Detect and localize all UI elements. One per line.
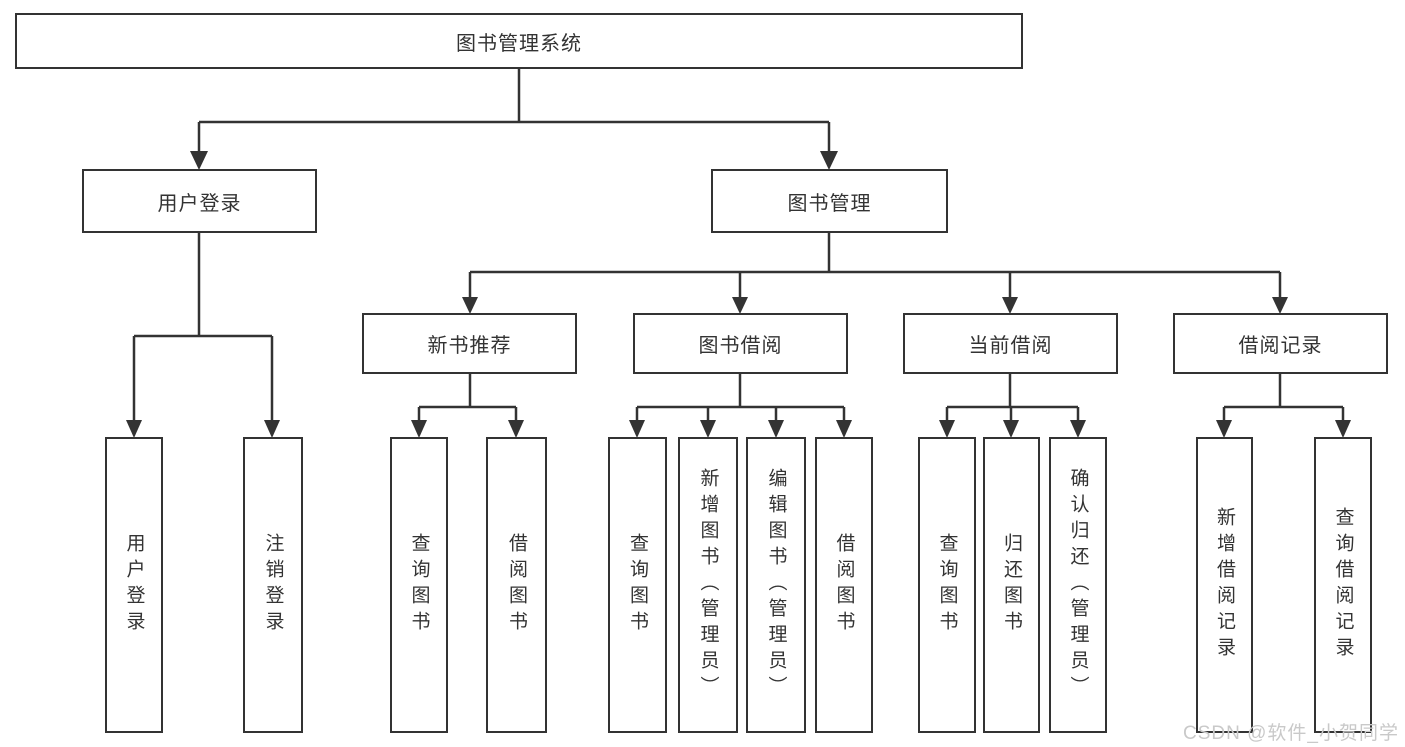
leaf-label: 用户登录 bbox=[123, 533, 145, 637]
node-label: 图书借阅 bbox=[698, 335, 783, 357]
leaf-label: 编辑图书（管理员） bbox=[765, 468, 787, 702]
leaf-query-book-3: 查询图书 bbox=[918, 437, 976, 733]
node-label: 借阅记录 bbox=[1238, 335, 1323, 357]
leaf-add-book-admin: 新增图书（管理员） bbox=[678, 437, 738, 733]
leaf-label: 查询图书 bbox=[627, 533, 648, 637]
node-user-login: 用户登录 bbox=[82, 169, 317, 233]
leaf-edit-book-admin: 编辑图书（管理员） bbox=[746, 437, 806, 733]
node-label: 图书管理 bbox=[787, 192, 872, 215]
leaf-borrow-book-2: 借阅图书 bbox=[815, 437, 873, 733]
node-current-borrowing: 当前借阅 bbox=[903, 313, 1118, 374]
leaf-query-book-1: 查询图书 bbox=[390, 437, 448, 733]
watermark: CSDN @软件_小贺同学 bbox=[1183, 723, 1399, 744]
leaf-query-borrow-record: 查询借阅记录 bbox=[1314, 437, 1372, 733]
leaf-user-login: 用户登录 bbox=[105, 437, 163, 733]
leaf-label: 查询图书 bbox=[408, 533, 430, 637]
leaf-label: 新增借阅记录 bbox=[1214, 507, 1235, 663]
leaf-label: 注销登录 bbox=[262, 533, 284, 637]
node-label: 用户登录 bbox=[157, 192, 242, 215]
node-book-management: 图书管理 bbox=[711, 169, 948, 233]
node-label: 图书管理系统 bbox=[456, 32, 582, 55]
leaf-add-borrow-record: 新增借阅记录 bbox=[1196, 437, 1253, 733]
leaf-logout: 注销登录 bbox=[243, 437, 303, 733]
leaf-query-book-2: 查询图书 bbox=[608, 437, 667, 733]
leaf-borrow-book-1: 借阅图书 bbox=[486, 437, 547, 733]
leaf-return-book: 归还图书 bbox=[983, 437, 1040, 733]
leaf-label: 确认归还（管理员） bbox=[1067, 468, 1089, 702]
node-label: 新书推荐 bbox=[427, 335, 512, 357]
node-library-management-system: 图书管理系统 bbox=[15, 13, 1023, 69]
leaf-label: 借阅图书 bbox=[506, 533, 527, 637]
leaf-label: 新增图书（管理员） bbox=[697, 468, 719, 702]
node-book-borrowing: 图书借阅 bbox=[633, 313, 848, 374]
leaf-label: 查询借阅记录 bbox=[1332, 507, 1354, 663]
node-new-book-recommendation: 新书推荐 bbox=[362, 313, 577, 374]
node-label: 当前借阅 bbox=[968, 335, 1053, 357]
leaf-label: 归还图书 bbox=[1001, 533, 1022, 637]
leaf-label: 借阅图书 bbox=[833, 533, 855, 637]
leaf-confirm-return-admin: 确认归还（管理员） bbox=[1049, 437, 1107, 733]
node-borrowing-records: 借阅记录 bbox=[1173, 313, 1388, 374]
leaf-label: 查询图书 bbox=[936, 533, 958, 637]
